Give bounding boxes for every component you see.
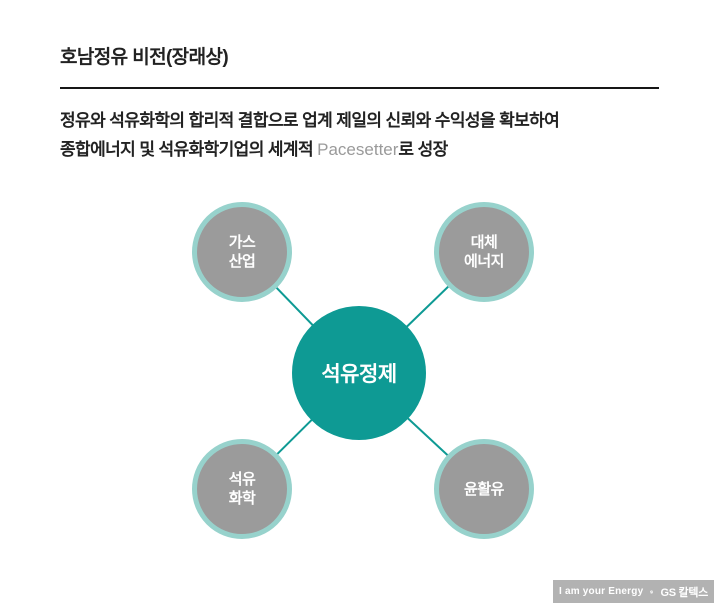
vision-line2-korean-post: 로 성장 [398,140,448,159]
gs-caltex-swirl-icon [650,590,654,593]
brand-slogan: I am your Energy [559,586,644,597]
vision-line2-korean-pre: 종합에너지 및 석유화학기업의 세계적 [60,140,318,159]
node-lubricants-label: 윤활유 [464,480,504,498]
title-divider [60,87,659,89]
node-petrochemical-label: 석유 화학 [228,471,256,507]
footer-brand-badge: I am your Energy GS 칼텍스 [553,580,714,603]
node-gas-industry: 가스 산업 [192,202,292,302]
node-lubricants: 윤활유 [434,439,534,539]
node-alternative-energy-label: 대체 에너지 [464,234,504,270]
vision-line2-english: Pacesetter [317,140,399,159]
node-petroleum-refining: 석유정제 [292,306,426,440]
node-petroleum-refining-label: 석유정제 [321,363,397,386]
node-petrochemical: 석유 화학 [192,439,292,539]
page-title: 호남정유 비전(장래상) [60,47,229,68]
vision-statement: 정유와 석유화학의 합리적 결합으로 업계 제일의 신뢰와 수익성을 확보하여 … [60,106,680,164]
node-gas-industry-label: 가스 산업 [228,234,256,270]
node-alternative-energy: 대체 에너지 [434,202,534,302]
vision-line1: 정유와 석유화학의 합리적 결합으로 업계 제일의 신뢰와 수익성을 확보하여 [60,111,560,130]
brand-name: GS 칼텍스 [660,586,708,599]
